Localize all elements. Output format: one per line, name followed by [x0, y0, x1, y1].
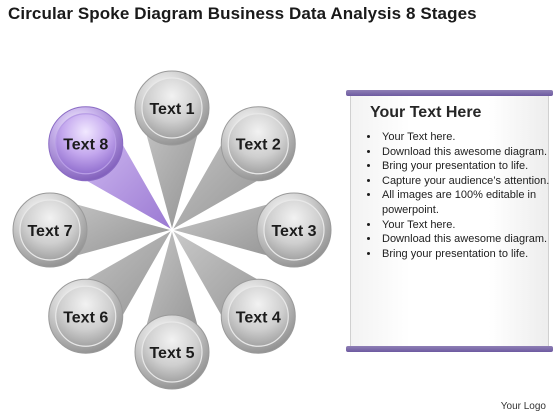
node-inner-disc	[227, 113, 289, 175]
node-inner-disc	[227, 285, 289, 347]
node-4: Text 4	[220, 278, 296, 354]
panel-title: Your Text Here	[370, 104, 482, 121]
node-8: Text 8	[48, 106, 124, 182]
node-label: Text 6	[63, 309, 108, 326]
node-label: Text 2	[236, 137, 281, 154]
node-2: Text 2	[220, 106, 296, 182]
bullet-list: Your Text here. Download this awesome di…	[364, 130, 560, 261]
text-panel: Your Text Here Your Text here. Download …	[346, 90, 553, 352]
node-label: Text 7	[27, 223, 72, 240]
node-inner-disc	[141, 77, 203, 139]
bullet-item: Your Text here.	[380, 218, 560, 233]
bullet-item: Download this awesome diagram.	[380, 232, 560, 247]
bullet-item: Capture your audience’s attention.	[380, 174, 560, 189]
panel-body	[350, 96, 549, 346]
node-6: Text 6	[48, 278, 124, 354]
node-inner-disc	[55, 113, 117, 175]
panel-bottom-bar	[346, 346, 553, 352]
node-label: Text 4	[236, 309, 281, 326]
bullet-item: Download this awesome diagram.	[380, 145, 560, 160]
node-label: Text 1	[149, 101, 194, 118]
bullet-item: Bring your presentation to life.	[380, 247, 560, 262]
page-title: Circular Spoke Diagram Business Data Ana…	[8, 4, 477, 23]
node-inner-disc	[55, 285, 117, 347]
node-3: Text 3	[256, 192, 332, 268]
node-inner-disc	[141, 321, 203, 383]
nodes-group: Text 1 Text 2 Text 3 Text 4 Text 5 Text 6 Text…	[12, 70, 332, 390]
panel-top-bar	[346, 90, 553, 96]
node-1: Text 1	[134, 70, 210, 146]
node-label: Text 8	[63, 137, 108, 154]
logo-text: Your Logo	[500, 401, 546, 412]
node-inner-disc	[19, 199, 81, 261]
bullet-item: All images are 100% editable in powerpoi…	[380, 188, 560, 217]
node-label: Text 5	[149, 345, 194, 362]
node-7: Text 7	[12, 192, 88, 268]
bullet-item: Bring your presentation to life.	[380, 159, 560, 174]
node-5: Text 5	[134, 314, 210, 390]
node-inner-disc	[263, 199, 325, 261]
node-label: Text 3	[271, 223, 316, 240]
bullet-item: Your Text here.	[380, 130, 560, 145]
